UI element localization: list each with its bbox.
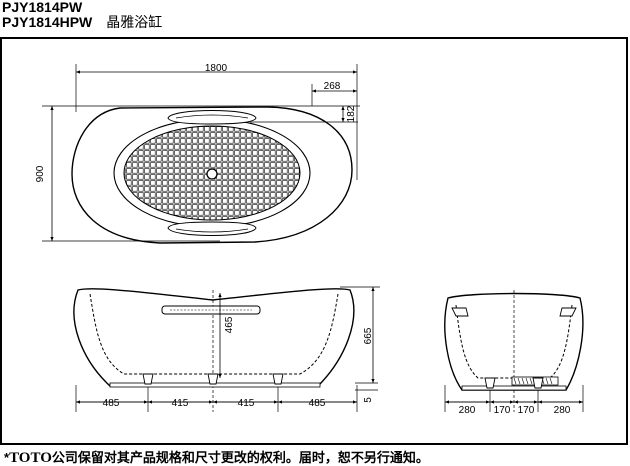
footer-notice: *TOTO公司保留对其产品规格和尺寸更改的权利。届时，恕不另行通知。: [4, 450, 429, 466]
drain-icon: [206, 168, 218, 180]
model-number-1: PJY1814PW: [2, 0, 83, 15]
end-view: 280 170 170 280: [444, 290, 584, 416]
side-view: 465 665 5 485 415 415 485: [73, 286, 380, 412]
model-number-2: PJY1814HPW: [2, 14, 93, 30]
top-view: 1800 268 182 900: [35, 63, 360, 244]
base-height-dimension: 5: [363, 397, 374, 403]
tub-outline-side: [73, 288, 355, 387]
drain-height-dimension: 465: [224, 316, 235, 333]
height-dimension: 665: [363, 327, 374, 344]
brand-name: TOTO: [9, 450, 52, 466]
end-segment-1: 280: [459, 405, 476, 416]
side-segment-3: 415: [238, 398, 255, 409]
side-segment-1: 485: [103, 398, 120, 409]
end-segment-2: 170: [494, 405, 511, 416]
drawing-frame: 1800 268 182 900: [0, 37, 630, 447]
side-segment-2: 415: [172, 398, 189, 409]
handle-depth-dimension: 182: [346, 105, 357, 122]
technical-drawing: 1800 268 182 900: [0, 37, 628, 445]
notice-text: 公司保留对其产品规格和尺寸更改的权利。届时，恕不另行通知。: [51, 450, 429, 465]
handle-offset-dimension: 268: [324, 81, 341, 92]
side-segment-4: 485: [309, 398, 326, 409]
product-name: 晶雅浴缸: [106, 14, 163, 30]
length-dimension: 1800: [205, 63, 228, 74]
handle-top: [167, 110, 257, 125]
footnote-star: *: [4, 450, 10, 465]
width-dimension: 900: [35, 165, 46, 182]
tub-outline-end: [444, 292, 584, 391]
end-segment-4: 280: [554, 405, 571, 416]
frame-border: [0, 37, 628, 445]
handle-bottom: [167, 221, 257, 236]
end-segment-3: 170: [518, 405, 535, 416]
model-title-row: PJY1814HPW 晶雅浴缸: [2, 15, 162, 30]
tub-outline-top: [71, 106, 353, 244]
